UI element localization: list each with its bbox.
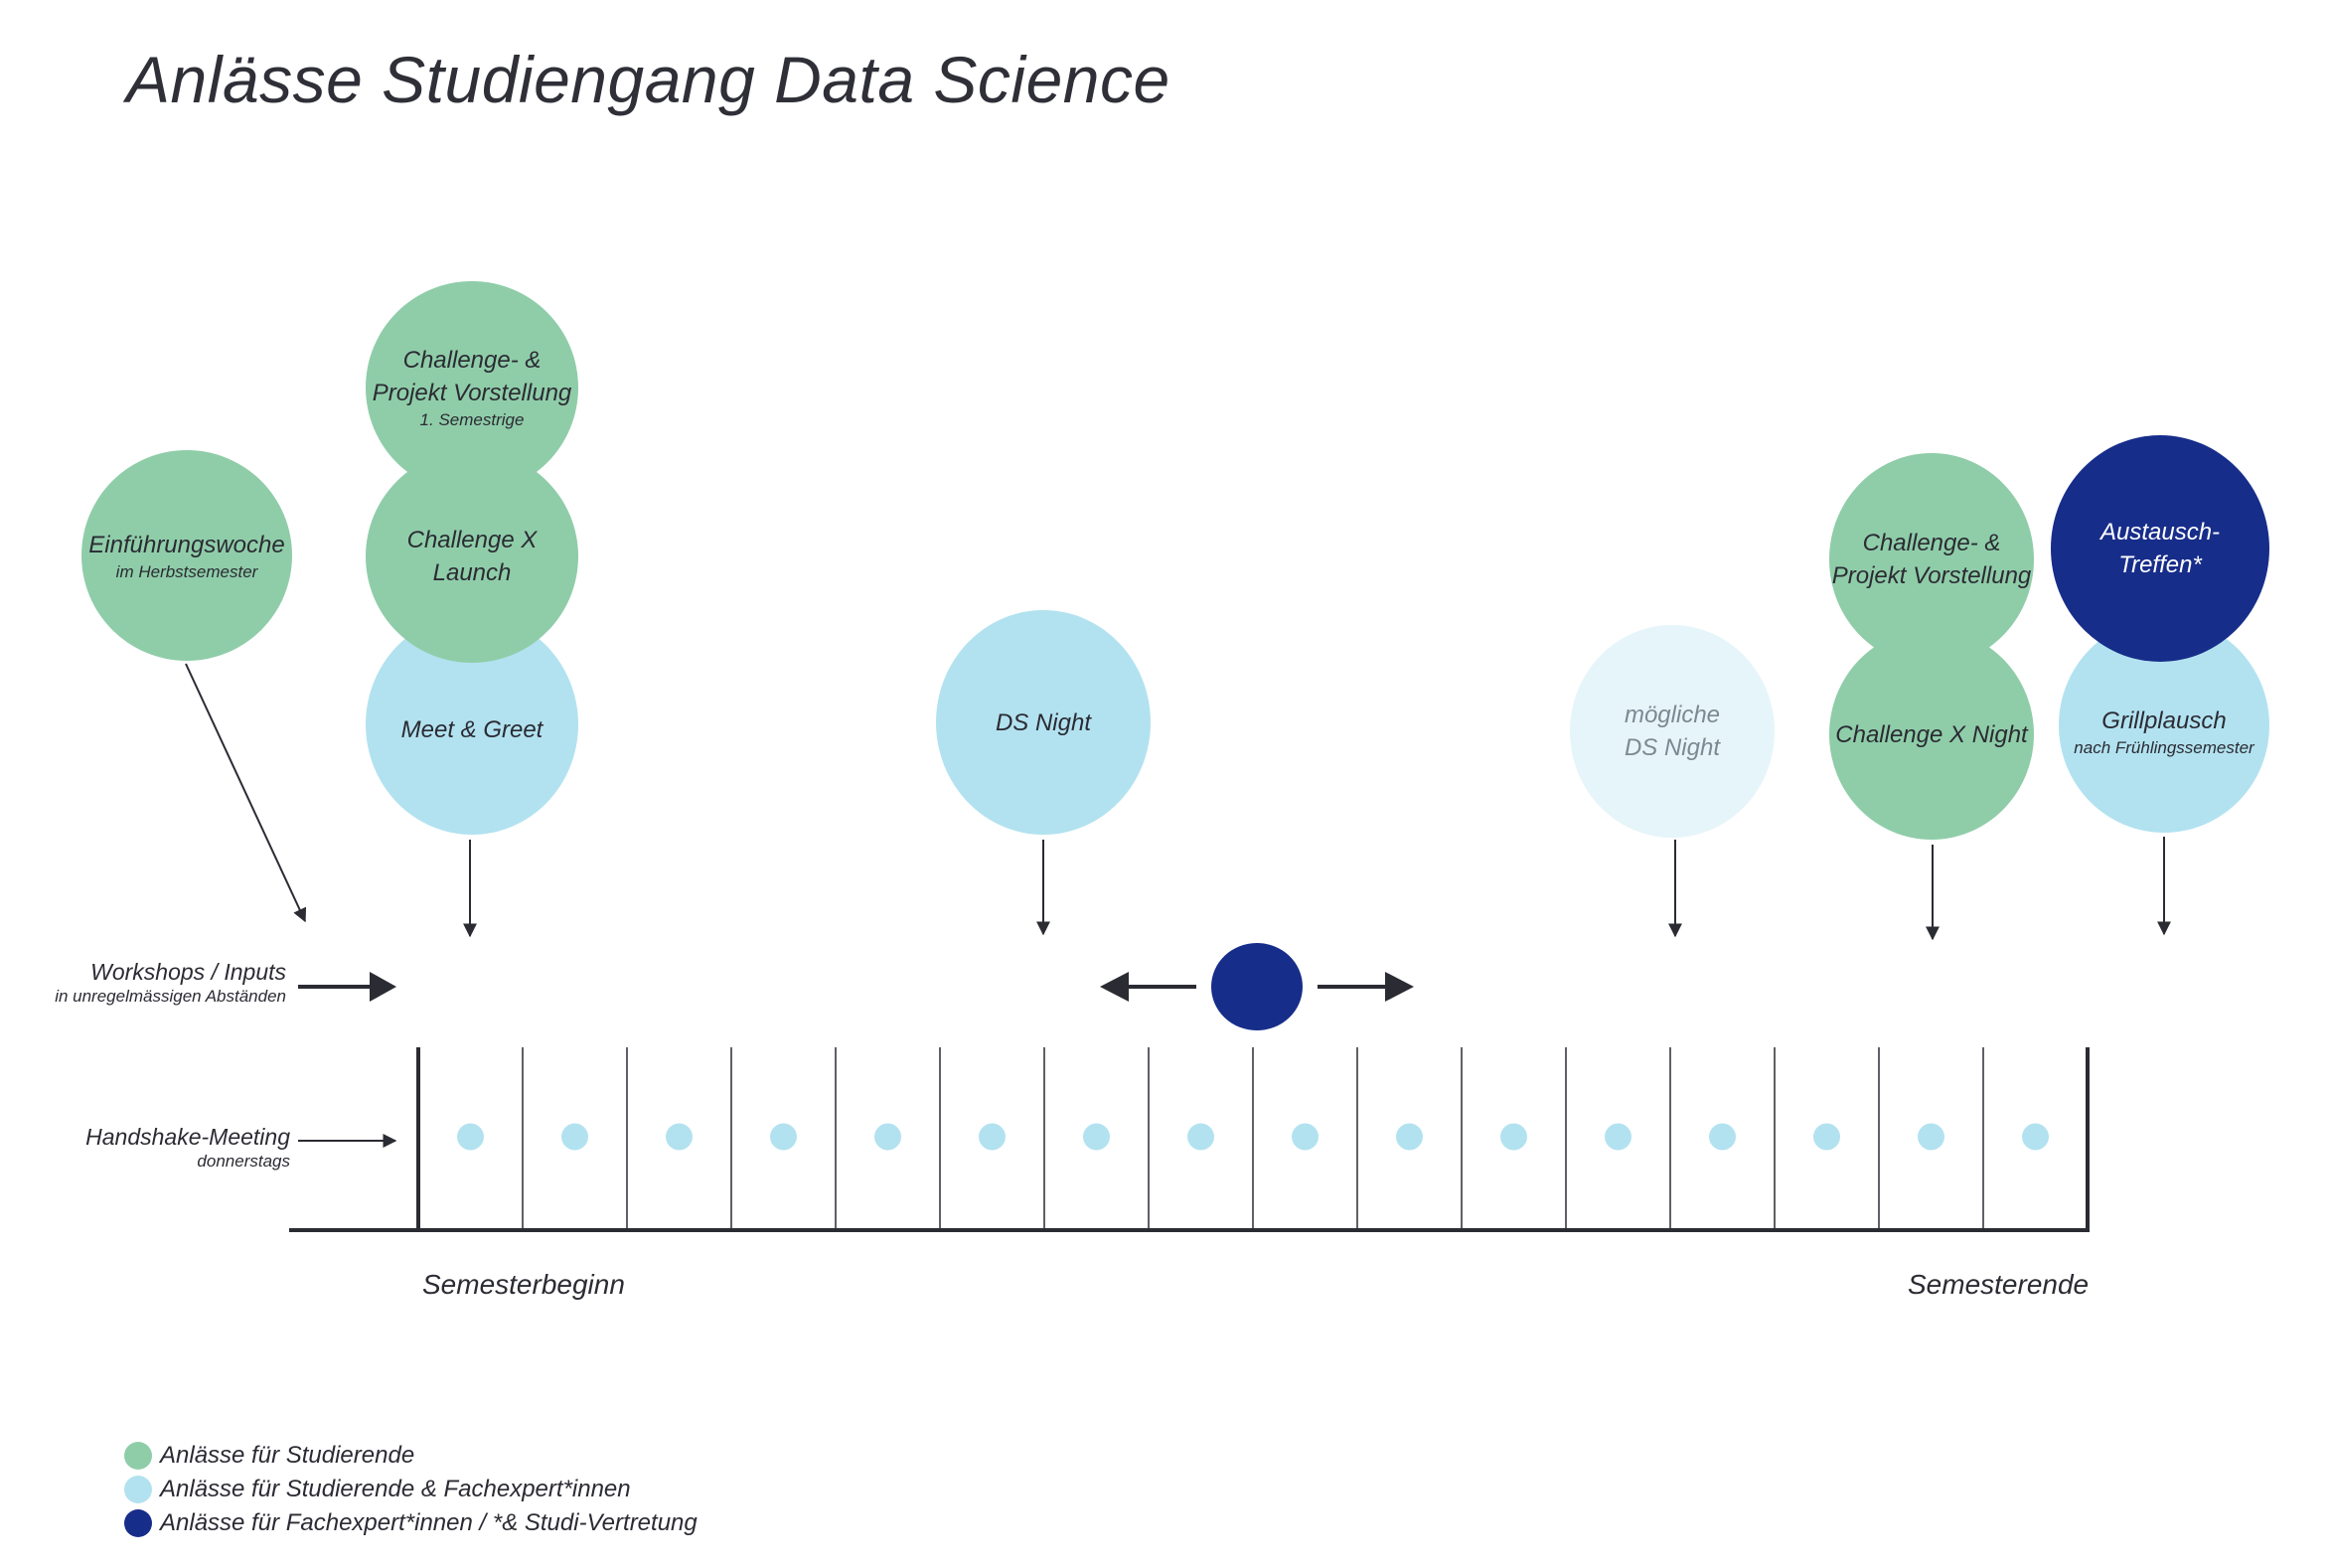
page-title: Anlässe Studiengang Data Science — [126, 43, 1170, 116]
expert-arrow-left-head — [1100, 972, 1129, 1002]
challenge-vorstellung-2-line2: Projekt Vorstellung — [1831, 562, 2032, 589]
workshops-arrow-head — [370, 972, 396, 1002]
challenge-launch-circle: Challenge X Launch — [366, 450, 578, 663]
handshake-dot — [1396, 1123, 1423, 1151]
einfuehrung-circle: Einführungswoche im Herbstsemester — [81, 450, 292, 661]
handshake-dot — [1709, 1123, 1736, 1151]
handshake-dot — [1187, 1123, 1214, 1151]
moegliche-ds-night-line2: DS Night — [1624, 734, 1721, 761]
meet-greet-label: Meet & Greet — [400, 715, 544, 743]
grillplausch-sublabel: nach Frühlingssemester — [2074, 737, 2254, 757]
challenge-vorstellung-2-circle: Challenge- & Projekt Vorstellung — [1829, 453, 2034, 666]
week-grid — [289, 1047, 2090, 1232]
challenge-vorstellung-1-line1: Challenge- & — [402, 347, 542, 374]
austausch-circle: Austausch- Treffen* — [2051, 435, 2269, 662]
moegliche-ds-night-circle: mögliche DS Night — [1570, 625, 1775, 838]
handshake-dot — [770, 1123, 797, 1151]
legend-dot-students-experts — [124, 1476, 152, 1503]
challenge-night-label: Challenge X Night — [1835, 720, 2028, 748]
legend-item-students: Anlässe für Studierende — [124, 1439, 698, 1473]
austausch-line1: Austausch- — [2099, 519, 2221, 546]
experts-meeting-circle — [1211, 943, 1303, 1030]
expert-arrow-right-head — [1385, 972, 1414, 1002]
handshake-dot — [1605, 1123, 1631, 1151]
challenge-vorstellung-1-line2: Projekt Vorstellung — [372, 380, 572, 406]
handshake-dot — [666, 1123, 693, 1151]
semesterende-label: Semesterende — [1908, 1269, 2090, 1300]
legend-text-students: Anlässe für Studierende — [160, 1442, 415, 1469]
challenge-vorstellung-1-circle: Challenge- & Projekt Vorstellung 1. Seme… — [366, 281, 578, 494]
legend-text-students-experts: Anlässe für Studierende & Fachexpert*inn… — [160, 1476, 631, 1502]
austausch-line2: Treffen* — [2118, 551, 2202, 578]
challenge-launch-label: Challenge X Launch — [406, 527, 538, 586]
einfuehrung-arrow — [185, 663, 307, 923]
grillplausch-label: Grillplausch — [2101, 706, 2227, 734]
handshake-dot — [1083, 1123, 1110, 1151]
workshops-label: Workshops / Inputs in unregelmässigen Ab… — [55, 958, 286, 1007]
legend: Anlässe für Studierende Anlässe für Stud… — [124, 1439, 698, 1540]
handshake-dot — [561, 1123, 588, 1151]
legend-dot-students — [124, 1442, 152, 1470]
handshake-dot — [874, 1123, 901, 1151]
ds-night-circle: DS Night — [936, 610, 1151, 835]
legend-item-experts: Anlässe für Fachexpert*innen / *& Studi-… — [124, 1506, 698, 1540]
handshake-dot — [457, 1123, 484, 1151]
handshake-dot — [1292, 1123, 1319, 1151]
workshops-main: Workshops / Inputs — [90, 959, 286, 985]
handshake-dot — [2022, 1123, 2049, 1151]
moegliche-ds-night-line1: mögliche — [1624, 702, 1721, 728]
handshake-dot — [1813, 1123, 1840, 1151]
einfuehrung-label: Einführungswoche — [88, 531, 285, 558]
handshake-dot — [1918, 1123, 1944, 1151]
handshake-dot — [1500, 1123, 1527, 1151]
ds-night-label: DS Night — [995, 708, 1092, 736]
handshake-dot — [979, 1123, 1006, 1151]
legend-item-students-experts: Anlässe für Studierende & Fachexpert*inn… — [124, 1473, 698, 1506]
workshops-sub: in unregelmässigen Abständen — [55, 987, 286, 1006]
challenge-vorstellung-1-sublabel: 1. Semestrige — [419, 410, 525, 429]
handshake-label: Handshake-Meeting donnerstags — [85, 1123, 290, 1172]
legend-text-experts: Anlässe für Fachexpert*innen / *& Studi-… — [160, 1509, 698, 1536]
einfuehrung-sublabel: im Herbstsemester — [115, 561, 258, 581]
semesterbeginn-label: Semesterbeginn — [422, 1269, 625, 1300]
challenge-vorstellung-2-line1: Challenge- & — [1862, 530, 2001, 556]
handshake-main: Handshake-Meeting — [85, 1124, 290, 1150]
legend-dot-experts — [124, 1509, 152, 1537]
handshake-sub: donnerstags — [197, 1152, 290, 1171]
